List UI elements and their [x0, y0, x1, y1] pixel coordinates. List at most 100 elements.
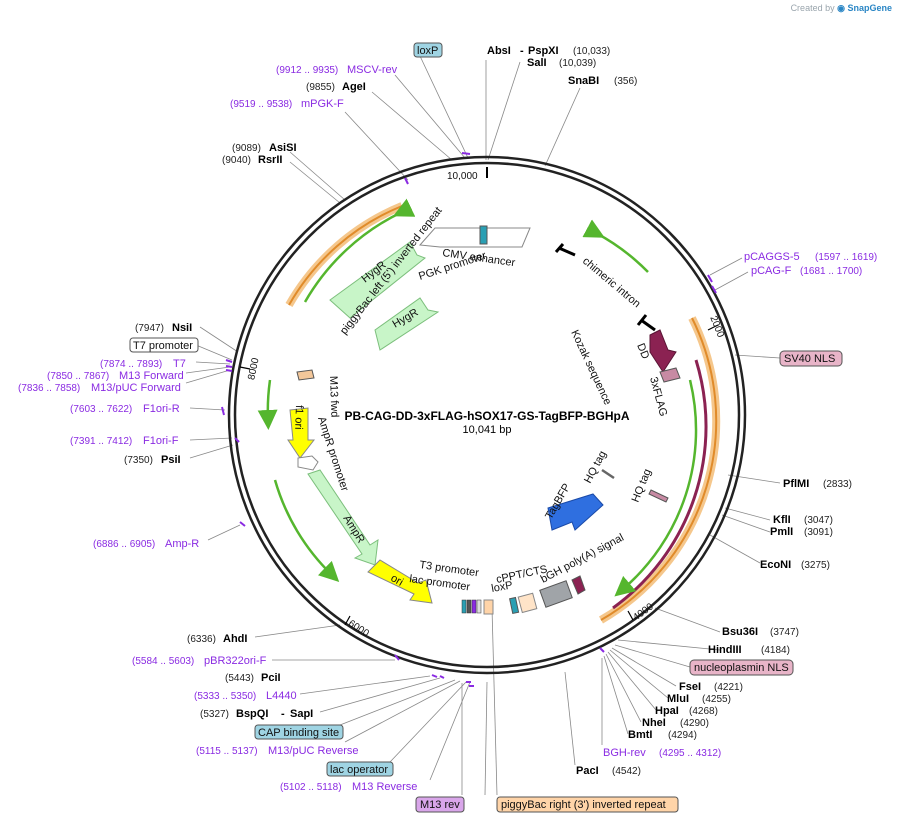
site-bsu36i-pos: (3747) — [770, 627, 799, 638]
site-nsii: NsiI — [172, 322, 192, 334]
loxp-feature-shape — [479, 225, 488, 245]
primer-t7: T7 — [173, 358, 186, 370]
ori-label: ori — [389, 572, 406, 589]
kozak-label: Kozak sequence — [568, 328, 613, 407]
hq-tag-label-1: HQ tag — [582, 449, 609, 485]
dd-label: DD — [634, 342, 651, 361]
snapgene-credit: Created by ◉ SnapGene — [791, 3, 892, 14]
primer-pbr-pos: (5584 .. 5603) — [132, 656, 194, 667]
site-hpai: HpaI — [655, 705, 679, 717]
primer-m13pucr: M13/pUC Reverse — [268, 745, 358, 757]
svg-text:nucleoplasmin NLS: nucleoplasmin NLS — [694, 662, 789, 674]
cmv-enhancer-shape — [418, 227, 531, 248]
site-econi-pos: (3275) — [801, 560, 830, 571]
primer-ampr: Amp-R — [165, 538, 199, 550]
boxed-t7-promoter: T7 promoter — [129, 337, 199, 353]
lac-cluster-shape — [461, 599, 494, 615]
tick-10000: 10,000 — [447, 167, 488, 182]
boxed-cap-binding-site: CAP binding site — [254, 724, 344, 740]
primer-m13puc-pos: (7836 .. 7858) — [18, 383, 80, 394]
primer-mpgk: mPGK-F — [301, 98, 344, 110]
tick-2000: 2000 — [707, 314, 726, 339]
primer-bghrev: BGH-rev — [603, 747, 646, 759]
leader-lines — [185, 55, 781, 796]
site-hpai-pos: (4268) — [689, 706, 718, 717]
primer-pcagf: pCAG-F — [751, 265, 792, 277]
site-pflmi: PflMI — [783, 478, 809, 490]
site-agei: AgeI — [342, 81, 366, 93]
primer-bghrev-pos: (4295 .. 4312) — [659, 748, 721, 759]
site-hindiii: HindIII — [708, 644, 742, 656]
backbone-outer — [227, 155, 747, 675]
plasmid-name: PB-CAG-DD-3xFLAG-hSOX17-GS-TagBFP-BGHpA — [344, 409, 629, 423]
svg-text:piggyBac right (3') inverted r: piggyBac right (3') inverted repeat — [501, 799, 666, 811]
boxed-piggybac-right: piggyBac right (3') inverted repeat — [496, 796, 679, 813]
site-fsei-pos: (4221) — [714, 682, 743, 693]
loxp2-shape — [509, 596, 520, 615]
site-ahdi: AhdI — [223, 633, 247, 645]
primer-mscv: MSCV-rev — [347, 64, 398, 76]
site-sapi: SapI — [290, 708, 313, 720]
site-hyphen-pspxi: - — [520, 45, 524, 57]
primer-pcaggs-pos: (1597 .. 1619) — [815, 252, 877, 263]
primer-m13f: M13 Forward — [119, 370, 184, 382]
primer-f1f: F1ori-F — [143, 435, 179, 447]
hq-tag-shape-1 — [601, 468, 615, 480]
ori-shape — [367, 559, 433, 604]
primer-pcaggs: pCAGGS-5 — [744, 251, 800, 263]
primer-m13pucr-pos: (5115 .. 5137) — [196, 746, 258, 757]
site-absi: AbsI — [487, 45, 511, 57]
dd-shape — [649, 329, 677, 373]
tagbfp-shape — [547, 493, 604, 531]
chimeric-intron-end — [636, 314, 656, 332]
boxed-m13-rev: M13 rev — [415, 796, 465, 813]
pb-left-arc-line — [288, 205, 403, 306]
site-pmli: PmlI — [770, 526, 793, 538]
site-econi: EcoNI — [760, 559, 791, 571]
primer-m13r-pos: (5102 .. 5118) — [280, 782, 342, 793]
site-asisi-pos: (9089) — [232, 143, 261, 154]
site-asisi: AsiSI — [269, 142, 297, 154]
svg-text:T7 promoter: T7 promoter — [133, 340, 193, 352]
site-hyphen-sapi: - — [281, 708, 285, 720]
sox-end-shape — [571, 575, 586, 595]
f1ori-label: f1 ori — [292, 405, 305, 430]
hq-tag-shape-2 — [648, 489, 669, 503]
ampr-label: AmpR — [340, 513, 366, 545]
site-pmli-pos: (3091) — [804, 527, 833, 538]
primer-f1r-pos: (7603 .. 7622) — [70, 404, 132, 415]
cppt-shape — [517, 592, 538, 614]
sox17-arc — [612, 359, 708, 610]
tick-8000: 8000 — [239, 356, 262, 381]
site-bsu36i: Bsu36I — [722, 626, 758, 638]
site-sali-pos: (10,039) — [559, 58, 596, 69]
site-paci-pos: (4542) — [612, 766, 641, 777]
m13fwd-shape — [296, 369, 315, 381]
site-rsrii-pos: (9040) — [222, 155, 251, 166]
backbone-inner — [233, 161, 741, 669]
site-nhei-pos: (4290) — [680, 718, 709, 729]
svg-text:lac operator: lac operator — [330, 764, 388, 776]
ampr-shape — [307, 469, 379, 566]
site-bspqi: BspQI — [236, 708, 268, 720]
primer-l4440: L4440 — [266, 690, 297, 702]
flag-shape — [659, 367, 681, 383]
site-ahdi-pos: (6336) — [187, 634, 216, 645]
site-nsii-pos: (7947) — [135, 323, 164, 334]
credit-prefix: Created by — [790, 3, 835, 13]
primer-m13r: M13 Reverse — [352, 781, 417, 793]
credit-brand: SnapGene — [847, 3, 892, 13]
m13fwd-label: M13 fwd — [327, 376, 340, 418]
chimeric-intron-label: chimeric intron — [580, 255, 643, 310]
site-pspxi: PspXI — [528, 45, 559, 57]
site-fsei: FseI — [679, 681, 701, 693]
site-hindiii-pos: (4184) — [761, 645, 790, 656]
site-pflmi-pos: (2833) — [823, 479, 852, 490]
site-absi-pos: (10,033) — [573, 46, 610, 57]
hygr-shape-2 — [374, 297, 440, 351]
primer-pcagf-pos: (1681 .. 1700) — [800, 266, 862, 277]
svg-text:SV40 NLS: SV40 NLS — [784, 353, 835, 365]
plasmid-length: 10,041 bp — [463, 424, 512, 436]
primer-marks — [221, 152, 717, 687]
